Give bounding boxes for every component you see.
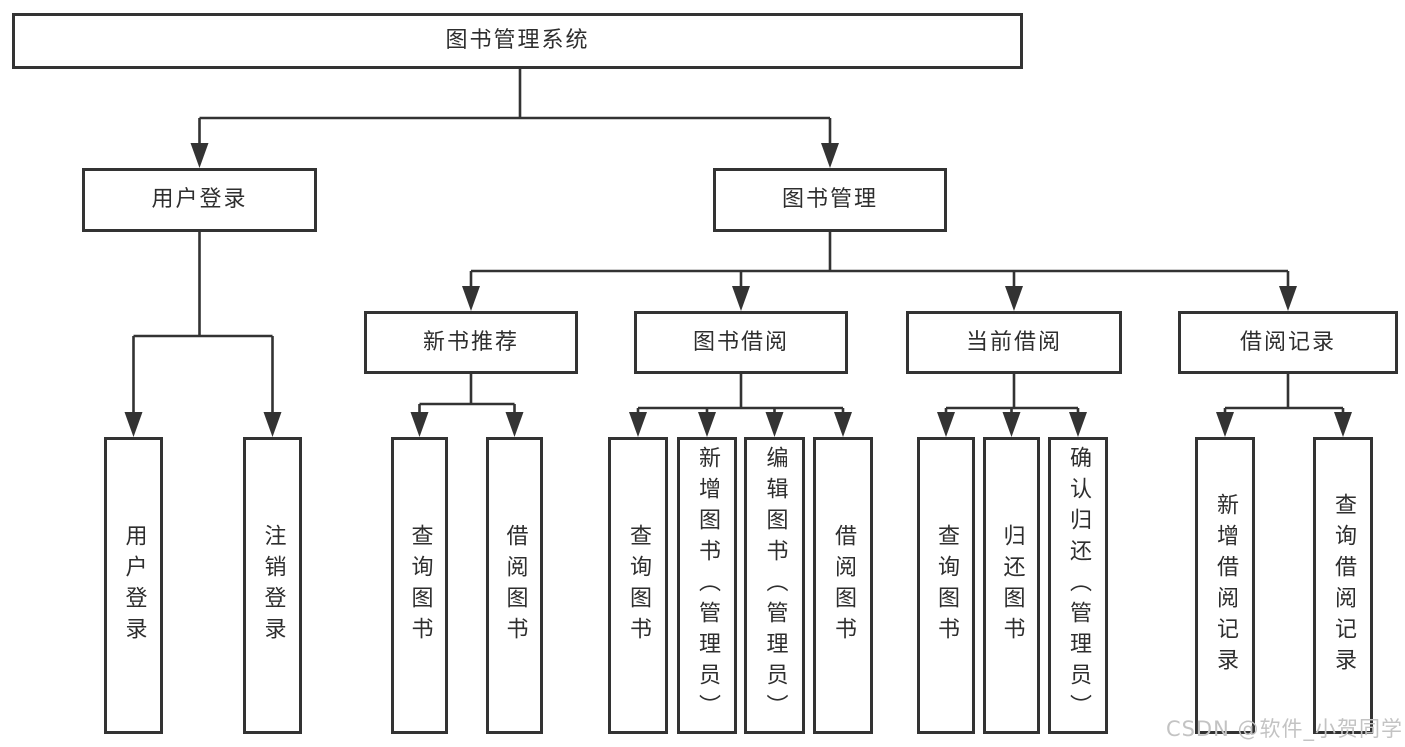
node-rec-add-leaf: 新增借阅记录 (1195, 437, 1255, 734)
node-label-book-borrow: 图书借阅 (692, 329, 789, 355)
node-label-new-query-leaf: 查询图书 (407, 523, 433, 648)
edge-book-mgmt (469, 232, 1290, 299)
node-label-bor-borrow-leaf: 借阅图书 (831, 523, 856, 648)
node-label-root: 图书管理系统 (445, 28, 590, 53)
arrowhead-icon (1002, 412, 1021, 437)
node-book-borrow: 图书借阅 (634, 311, 848, 374)
arrowhead-icon (821, 143, 839, 168)
node-new-query-leaf: 查询图书 (391, 437, 448, 734)
node-book-mgmt: 图书管理 (713, 168, 947, 232)
node-label-cur-confirm-leaf: 确认归还（管理员） (1066, 446, 1091, 725)
node-label-cur-query-leaf: 查询图书 (934, 523, 959, 648)
arrowhead-icon (190, 143, 209, 168)
arrowhead-icon (937, 412, 955, 437)
node-label-rec-add-leaf: 新增借阅记录 (1213, 492, 1238, 679)
arrowhead-icon (124, 412, 143, 437)
edge-book-borrow (636, 374, 845, 425)
arrowhead-icon (698, 412, 716, 437)
node-root: 图书管理系统 (12, 13, 1023, 69)
node-bor-borrow-leaf: 借阅图书 (813, 437, 873, 734)
arrowhead-icon (732, 286, 750, 311)
node-label-new-borrow-leaf: 借阅图书 (502, 523, 528, 648)
node-bor-add-leaf: 新增图书（管理员） (677, 437, 737, 734)
arrowhead-icon (834, 412, 852, 437)
arrowhead-icon (462, 286, 480, 311)
node-new-book: 新书推荐 (364, 311, 578, 374)
node-label-logout-leaf: 注销登录 (260, 523, 286, 648)
node-current-borrow: 当前借阅 (906, 311, 1122, 374)
node-cur-query-leaf: 查询图书 (917, 437, 975, 734)
arrowhead-icon (1005, 286, 1023, 311)
node-label-bor-add-leaf: 新增图书（管理员） (695, 446, 720, 725)
node-cur-return-leaf: 归还图书 (983, 437, 1040, 734)
node-new-borrow-leaf: 借阅图书 (486, 437, 543, 734)
node-label-book-mgmt: 图书管理 (781, 187, 878, 212)
arrowhead-icon (1069, 412, 1087, 437)
watermark-text: CSDN @软件_小贺同学 (1165, 717, 1403, 741)
node-label-user-login-leaf: 用户登录 (121, 523, 147, 648)
node-label-bor-edit-leaf: 编辑图书（管理员） (762, 446, 788, 725)
arrowhead-icon (1334, 412, 1352, 437)
node-label-user-login: 用户登录 (151, 187, 248, 212)
node-label-bor-query-leaf: 查询图书 (626, 523, 651, 648)
arrowhead-icon (505, 412, 524, 437)
node-logout-leaf: 注销登录 (243, 437, 302, 734)
node-label-cur-return-leaf: 归还图书 (999, 523, 1025, 648)
edge-new-book (418, 374, 516, 425)
arrowhead-icon (1279, 286, 1297, 311)
node-label-current-borrow: 当前借阅 (965, 329, 1062, 355)
arrowhead-icon (410, 412, 429, 437)
node-label-new-book: 新书推荐 (422, 329, 519, 355)
node-label-borrow-record: 借阅记录 (1239, 329, 1336, 355)
edge-user-login (132, 232, 274, 425)
node-bor-edit-leaf: 编辑图书（管理员） (744, 437, 805, 734)
node-bor-query-leaf: 查询图书 (608, 437, 668, 734)
edge-root (198, 69, 832, 156)
node-user-login-leaf: 用户登录 (104, 437, 163, 734)
arrowhead-icon (263, 412, 282, 437)
node-label-rec-query-leaf: 查询借阅记录 (1331, 492, 1356, 679)
edge-borrow-record (1223, 374, 1345, 425)
node-rec-query-leaf: 查询借阅记录 (1313, 437, 1373, 734)
node-borrow-record: 借阅记录 (1178, 311, 1398, 374)
arrowhead-icon (1216, 412, 1234, 437)
node-user-login: 用户登录 (82, 168, 317, 232)
arrowhead-icon (629, 412, 647, 437)
arrowhead-icon (765, 412, 784, 437)
node-cur-confirm-leaf: 确认归还（管理员） (1048, 437, 1108, 734)
